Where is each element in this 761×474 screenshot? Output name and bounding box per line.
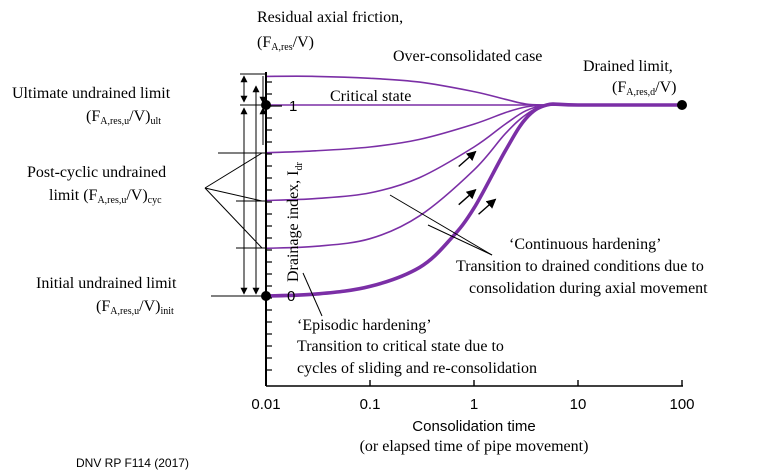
curve-group bbox=[265, 75, 682, 298]
drained-formula-open: (F bbox=[612, 79, 626, 96]
episodic-hardening-line1: Transition to critical state due to bbox=[297, 338, 504, 355]
residual-friction-title: Residual axial friction, bbox=[257, 9, 403, 26]
ultimate-formula-sub: A,res,u bbox=[100, 116, 129, 127]
hardening-arrow-2 bbox=[478, 198, 497, 215]
curve-post-cyclic-lower bbox=[265, 103, 682, 250]
y-tick-label-1: 1 bbox=[289, 98, 297, 115]
hardening-arrow-1 bbox=[458, 189, 477, 206]
x-axis-ticks bbox=[265, 380, 683, 386]
hardening-arrow-0 bbox=[458, 150, 477, 168]
drained-formula-sub: A,res,d bbox=[626, 87, 655, 98]
post-cyclic-formula-sub: A,res,u bbox=[97, 195, 126, 206]
x-tick-label-0.1: 0.1 bbox=[360, 396, 381, 413]
y-axis-label: Drainage index, Idr bbox=[285, 161, 305, 282]
axes bbox=[265, 72, 683, 387]
post-cyclic-formula-prefix: limit (F bbox=[49, 187, 98, 204]
residual-formula-close: /V) bbox=[293, 34, 314, 51]
continuous-hardening-title: ‘Continuous hardening’ bbox=[509, 236, 661, 253]
continuous-hardening-line2: consolidation during axial movement bbox=[469, 280, 708, 297]
over-consolidated-label: Over-consolidated case bbox=[393, 48, 542, 65]
x-tick-label-0.01: 0.01 bbox=[251, 396, 280, 413]
residual-friction-formula: (FA,res/V) bbox=[257, 34, 314, 53]
x-axis-label: Consolidation time bbox=[412, 418, 535, 435]
initial-formula-sub: A,res,u bbox=[110, 306, 139, 317]
critical-state-label: Critical state bbox=[330, 88, 411, 105]
y-axis-minor-ticks bbox=[266, 81, 272, 371]
residual-formula-open: (F bbox=[257, 34, 271, 51]
ultimate-formula-open: (F bbox=[86, 108, 100, 125]
left-bracket-lines bbox=[204, 73, 493, 317]
endpoint-dot-2 bbox=[677, 100, 687, 110]
initial-formula-close: /V) bbox=[139, 298, 160, 315]
post-cyclic-formula-sub2: cyc bbox=[148, 195, 162, 206]
hardening-arrows bbox=[458, 150, 497, 215]
source-credit: DNV RP F114 (2017) bbox=[76, 456, 189, 470]
post-cyclic-formula-close: /V) bbox=[126, 187, 147, 204]
post-cyclic-formula: limit (FA,res,u/V)cyc bbox=[49, 187, 162, 206]
initial-formula-open: (F bbox=[96, 298, 110, 315]
x-tick-label-1: 1 bbox=[470, 396, 478, 413]
x-tick-label-10: 10 bbox=[570, 396, 587, 413]
initial-formula-sub2: init bbox=[160, 306, 174, 317]
ultimate-formula-close: /V) bbox=[129, 108, 150, 125]
y-axis-label-subscript: dr bbox=[294, 161, 305, 170]
ultimate-formula-sub2: ult bbox=[150, 116, 161, 127]
initial-limit-formula: (FA,res,u/V)init bbox=[96, 298, 174, 317]
x-tick-labels: 0.01 0.1 1 10 100 bbox=[251, 396, 694, 413]
continuous-hardening-line1: Transition to drained conditions due to bbox=[456, 258, 704, 275]
curve-initial-undrained bbox=[265, 102, 682, 298]
episodic-hardening-title: ‘Episodic hardening’ bbox=[297, 317, 432, 334]
drained-limit-formula: (FA,res,d/V) bbox=[612, 79, 676, 98]
drained-formula-close: /V) bbox=[655, 79, 676, 96]
curve-post-cyclic-upper bbox=[265, 104, 682, 154]
x-tick-label-100: 100 bbox=[669, 396, 694, 413]
residual-formula-sub: A,res bbox=[271, 42, 292, 53]
ultimate-limit-formula: (FA,res,u/V)ult bbox=[86, 108, 161, 127]
x-axis-label-sub: (or elapsed time of pipe movement) bbox=[360, 438, 589, 455]
y-axis-label-main: Drainage index, I bbox=[285, 170, 302, 282]
drained-limit-title: Drained limit, bbox=[583, 58, 673, 75]
episodic-hardening-line2: cycles of sliding and re-consolidation bbox=[297, 360, 537, 377]
ultimate-limit-title: Ultimate undrained limit bbox=[12, 85, 171, 102]
initial-limit-title: Initial undrained limit bbox=[36, 275, 177, 292]
y-tick-label-0: 0 bbox=[287, 288, 295, 305]
post-cyclic-title: Post-cyclic undrained bbox=[27, 164, 166, 181]
